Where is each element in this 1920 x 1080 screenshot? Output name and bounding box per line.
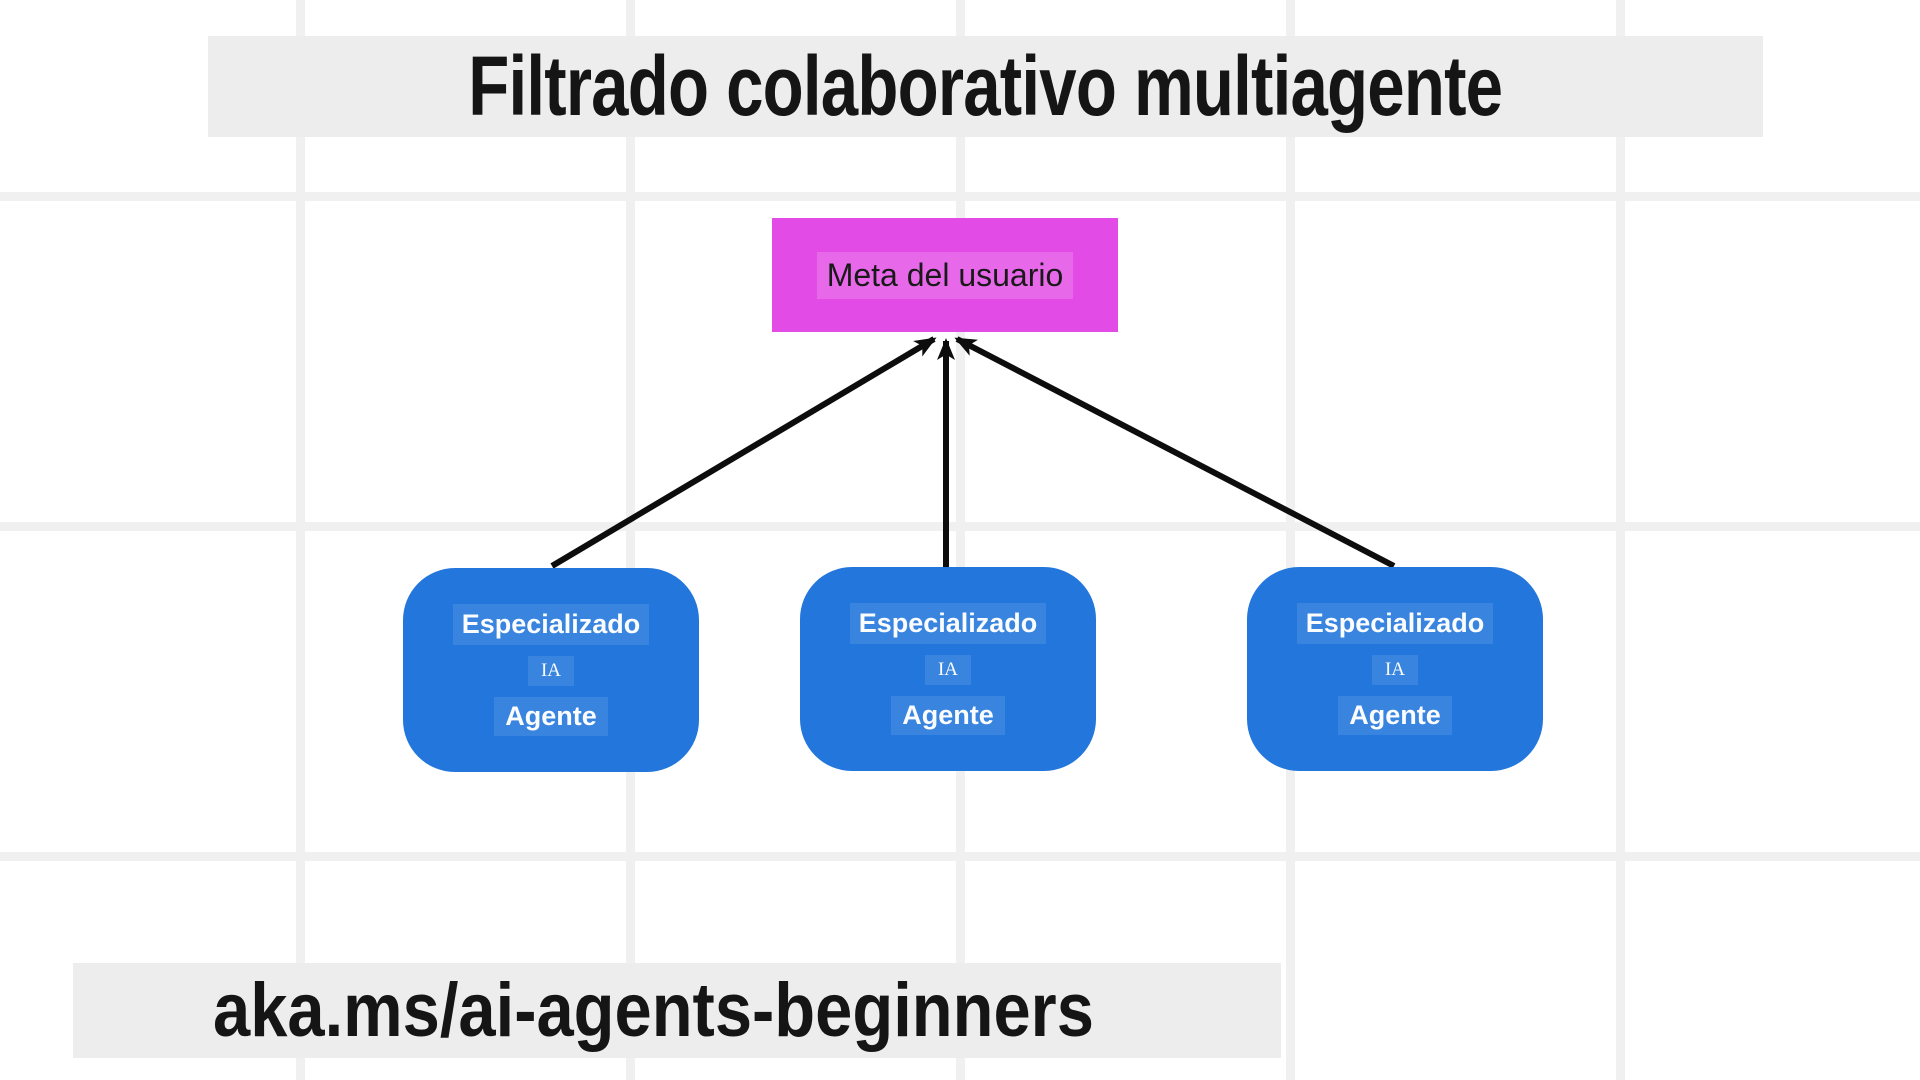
agent-3-tech-label: IA [1371, 655, 1419, 685]
agent-2-tech-label: IA [924, 655, 972, 685]
user-goal-box: Meta del usuario [772, 218, 1118, 332]
agent-box-1: Especializado IA Agente [403, 568, 699, 772]
agent-1-qualifier-label: Especializado [452, 604, 650, 645]
arrow-agent1-to-goal [550, 336, 937, 569]
user-goal-label: Meta del usuario [816, 251, 1074, 299]
agent-box-3: Especializado IA Agente [1247, 567, 1543, 771]
arrow-agent3-to-goal [954, 336, 1396, 569]
footer-bar: aka.ms/ai-agents-beginners [73, 963, 1281, 1058]
agent-box-2: Especializado IA Agente [800, 567, 1096, 771]
agent-3-role-label: Agente [1338, 696, 1452, 735]
agent-2-qualifier-label: Especializado [849, 603, 1047, 644]
diagram-title: Filtrado colaborativo multiagente [468, 39, 1503, 133]
footer-link-text: aka.ms/ai-agents-beginners [213, 968, 1094, 1053]
agent-1-role-label: Agente [494, 697, 608, 736]
title-bar: Filtrado colaborativo multiagente [208, 36, 1763, 137]
agent-1-tech-label: IA [527, 656, 575, 686]
agent-2-role-label: Agente [891, 696, 1005, 735]
agent-3-qualifier-label: Especializado [1296, 603, 1494, 644]
